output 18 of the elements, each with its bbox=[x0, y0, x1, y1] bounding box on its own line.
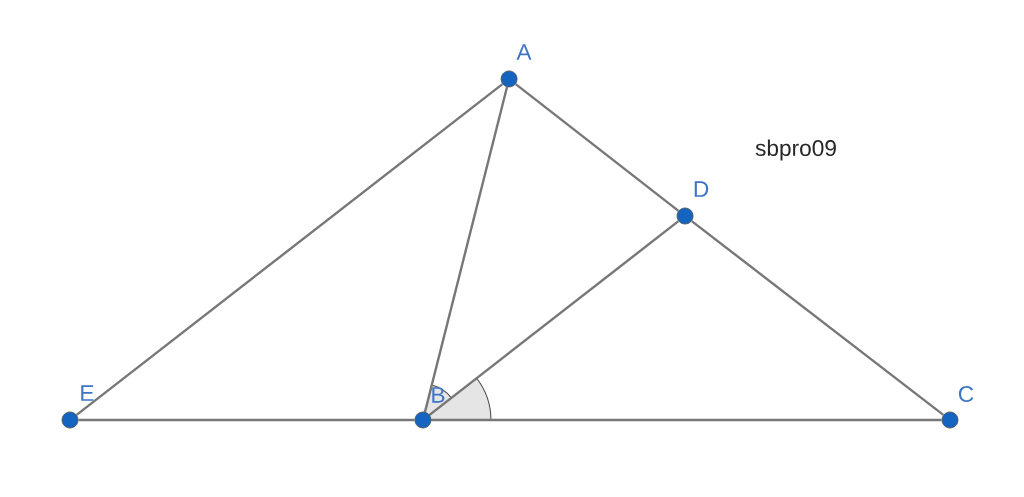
line-segment bbox=[78, 418, 415, 422]
node-label: E bbox=[81, 385, 94, 401]
point: E bbox=[61, 385, 94, 429]
point: A bbox=[500, 44, 532, 88]
line-segment bbox=[431, 418, 942, 422]
watermark-text: sbpro09 bbox=[755, 139, 836, 161]
node-label: C bbox=[958, 385, 974, 402]
node-label: B bbox=[432, 387, 445, 403]
node-label: A bbox=[516, 44, 532, 60]
line-segment bbox=[428, 220, 680, 416]
point: C bbox=[941, 385, 974, 429]
line-segment bbox=[514, 83, 680, 212]
node-label: D bbox=[694, 181, 709, 197]
line-segment bbox=[691, 220, 945, 416]
point: B bbox=[414, 387, 445, 429]
line-segment bbox=[75, 83, 504, 416]
point: D bbox=[676, 181, 709, 225]
line-segment bbox=[423, 86, 509, 413]
